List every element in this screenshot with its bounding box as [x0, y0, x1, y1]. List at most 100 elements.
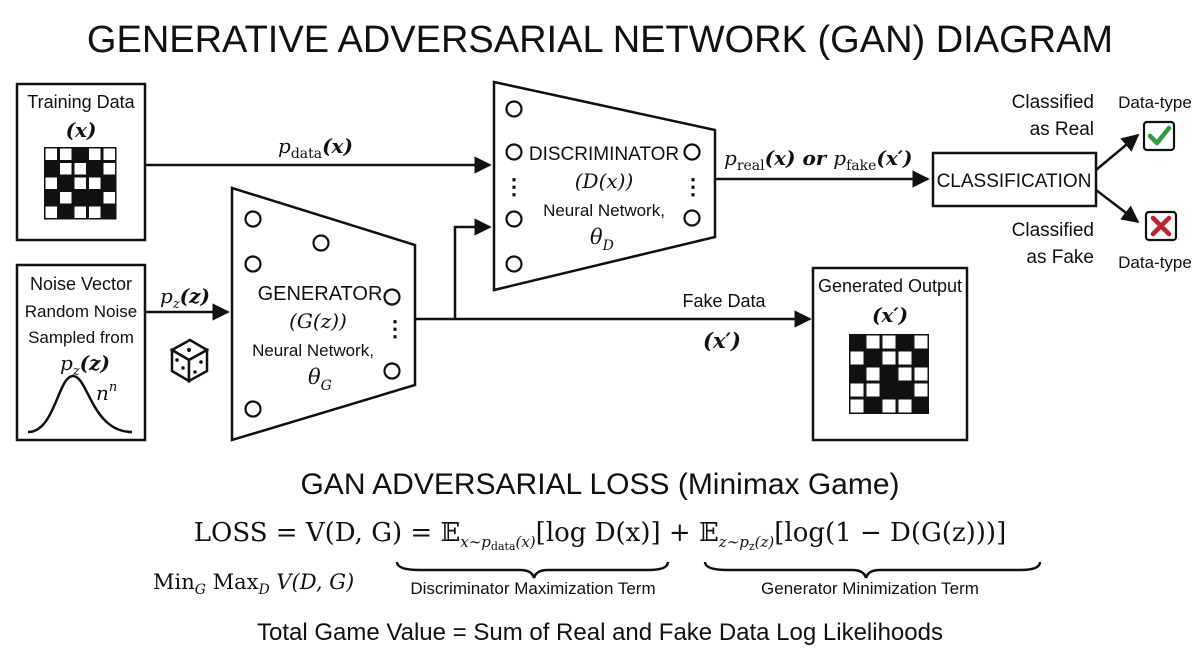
- grid-cell: [45, 163, 57, 175]
- grid-cell: [898, 399, 912, 413]
- generated-output-label: Generated Output: [818, 276, 962, 296]
- generator-to-discriminator-arrow: [453, 218, 492, 319]
- total-game-value: Total Game Value = Sum of Real and Fake …: [257, 619, 943, 646]
- grid-cell: [850, 383, 864, 397]
- grid-cell: [866, 383, 880, 397]
- grid-cell: [45, 192, 57, 204]
- pz-label: pz(z): [160, 284, 210, 312]
- grid-cell: [882, 383, 896, 397]
- grid-cell: [898, 367, 912, 381]
- generated-output-grid-icon: [849, 334, 929, 414]
- generator-node: [244, 255, 262, 273]
- classified-real-line1: Classified: [1012, 92, 1094, 113]
- cross-icon: [1144, 210, 1178, 242]
- generated-output-var: (x′): [872, 303, 908, 327]
- classification-box: CLASSIFICATION: [931, 151, 1098, 208]
- classification-label: CLASSIFICATION: [937, 171, 1092, 192]
- noise-vector-label: Noise Vector: [30, 274, 132, 294]
- grid-cell: [882, 335, 896, 349]
- grid-cell: [866, 367, 880, 381]
- grid-cell: [850, 351, 864, 365]
- grid-cell: [866, 335, 880, 349]
- noise-sampled-label: Sampled from: [28, 328, 134, 347]
- grid-cell: [898, 335, 912, 349]
- classified-real-line2: as Real: [1030, 119, 1094, 140]
- grid-cell: [89, 192, 101, 204]
- discriminator-node: [683, 143, 701, 161]
- fake-data-var: (x′): [703, 328, 741, 353]
- grid-cell: [882, 351, 896, 365]
- generator-term-label: Generator Minimization Term: [761, 579, 979, 598]
- svg-text:⋮: ⋮: [503, 174, 525, 199]
- discriminator-node: [683, 209, 701, 227]
- grid-cell: [74, 192, 86, 204]
- grid-cell: [882, 399, 896, 413]
- curve-label: nn: [96, 380, 117, 405]
- grid-cell: [74, 163, 86, 175]
- grid-cell: [850, 367, 864, 381]
- discriminator-node: [505, 255, 523, 273]
- check-icon: [1142, 120, 1176, 152]
- discriminator-term-label: Discriminator Maximization Term: [410, 579, 655, 598]
- datatype-bottom-label: Data-type: [1118, 253, 1192, 272]
- loss-equation: LOSS = V(D, G) = 𝔼x∼pdata(x)[log D(x)] +…: [194, 518, 1006, 553]
- fake-arrow: [1095, 189, 1140, 224]
- training-data-box: Training Data (x): [15, 82, 147, 242]
- dice-icon: [169, 338, 210, 384]
- grid-cell: [45, 206, 57, 218]
- grid-cell: [914, 399, 928, 413]
- svg-text:⋮: ⋮: [682, 174, 704, 199]
- grid-cell: [74, 206, 86, 218]
- discriminator-node: [505, 210, 523, 228]
- grid-cell: [914, 351, 928, 365]
- training-data-grid-icon: [44, 147, 117, 220]
- discriminator-node: [505, 143, 523, 161]
- generator-name: GENERATOR: [258, 283, 383, 305]
- grid-cell: [866, 399, 880, 413]
- grid-cell: [914, 335, 928, 349]
- discriminator-block: ⋮ ⋮ DISCRIMINATOR (D(x)) Neural Network,…: [492, 80, 717, 292]
- fake-data-label: Fake Data: [682, 291, 766, 311]
- generator-net: Neural Network,: [252, 341, 374, 360]
- grid-cell: [850, 399, 864, 413]
- grid-cell: [60, 148, 72, 160]
- real-arrow: [1095, 133, 1140, 171]
- discriminator-node: [505, 100, 523, 118]
- grid-cell: [103, 177, 115, 189]
- grid-cell: [74, 177, 86, 189]
- grid-cell: [89, 163, 101, 175]
- discriminator-param: θD: [590, 225, 614, 254]
- training-data-label: Training Data: [27, 92, 135, 112]
- grid-cell: [45, 177, 57, 189]
- noise-random-label: Random Noise: [25, 302, 137, 321]
- grid-cell: [103, 206, 115, 218]
- classified-fake-line2: as Fake: [1026, 247, 1094, 268]
- grid-cell: [60, 192, 72, 204]
- noise-distribution: pz(z): [60, 351, 110, 379]
- grid-cell: [60, 206, 72, 218]
- noise-vector-box: Noise Vector Random Noise Sampled from p…: [15, 263, 147, 442]
- grid-cell: [898, 383, 912, 397]
- generator-node: [383, 288, 401, 306]
- grid-cell: [914, 383, 928, 397]
- grid-cell: [898, 351, 912, 365]
- grid-cell: [103, 148, 115, 160]
- discriminator-term-brace: [395, 561, 670, 579]
- discriminator-func: (D(x)): [575, 169, 634, 193]
- pdata-label: pdata(x): [278, 134, 353, 162]
- svg-text:⋮: ⋮: [384, 316, 406, 341]
- generator-func: (G(z)): [289, 309, 347, 333]
- grid-cell: [882, 367, 896, 381]
- grid-cell: [89, 148, 101, 160]
- generator-node: [383, 362, 401, 380]
- generator-node: [312, 234, 330, 252]
- generator-term-brace: [703, 561, 1042, 579]
- generator-block: ⋮ GENERATOR (G(z)) Neural Network, θG: [230, 186, 417, 442]
- preal-pfake-label: preal(x) or pfake(x′): [724, 146, 913, 174]
- discriminator-name: DISCRIMINATOR: [529, 144, 679, 165]
- grid-cell: [60, 163, 72, 175]
- grid-cell: [60, 177, 72, 189]
- gaussian-curve-icon: [27, 374, 133, 434]
- discriminator-net: Neural Network,: [543, 201, 665, 220]
